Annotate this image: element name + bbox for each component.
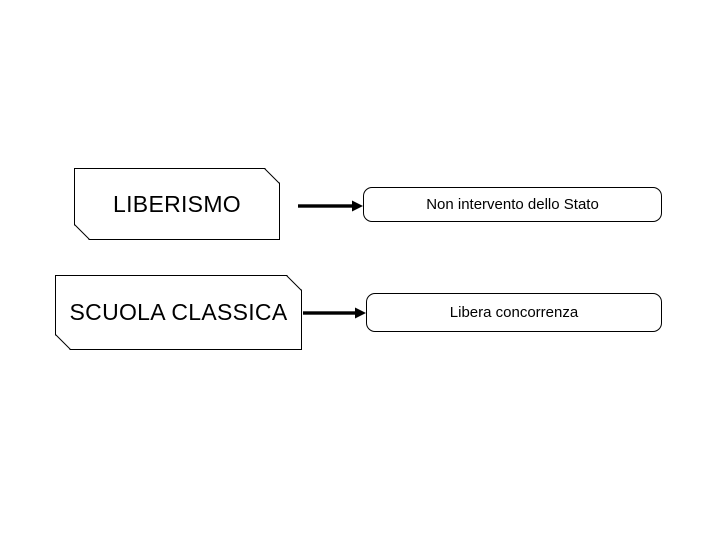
flow-node-libera-concorrenza[interactable]: Libera concorrenza (366, 293, 662, 332)
arrow-connector-liberismo (298, 200, 363, 212)
flow-node-label: SCUOLA CLASSICA (69, 299, 288, 325)
chamfered-tag-shape: SCUOLA CLASSICA (55, 275, 302, 350)
arrow-connector-scuola-classica (303, 307, 366, 319)
flow-node-label: LIBERISMO (113, 190, 241, 217)
flow-node-scuola-classica[interactable]: SCUOLA CLASSICA (55, 275, 302, 350)
flow-node-liberismo[interactable]: LIBERISMO (74, 168, 280, 240)
flow-node-non-intervento-dello-stato[interactable]: Non intervento dello Stato (363, 187, 662, 222)
flow-node-label: Libera concorrenza (449, 304, 579, 321)
flow-node-label: Non intervento dello Stato (426, 196, 599, 213)
chamfered-tag-shape: LIBERISMO (74, 168, 280, 240)
